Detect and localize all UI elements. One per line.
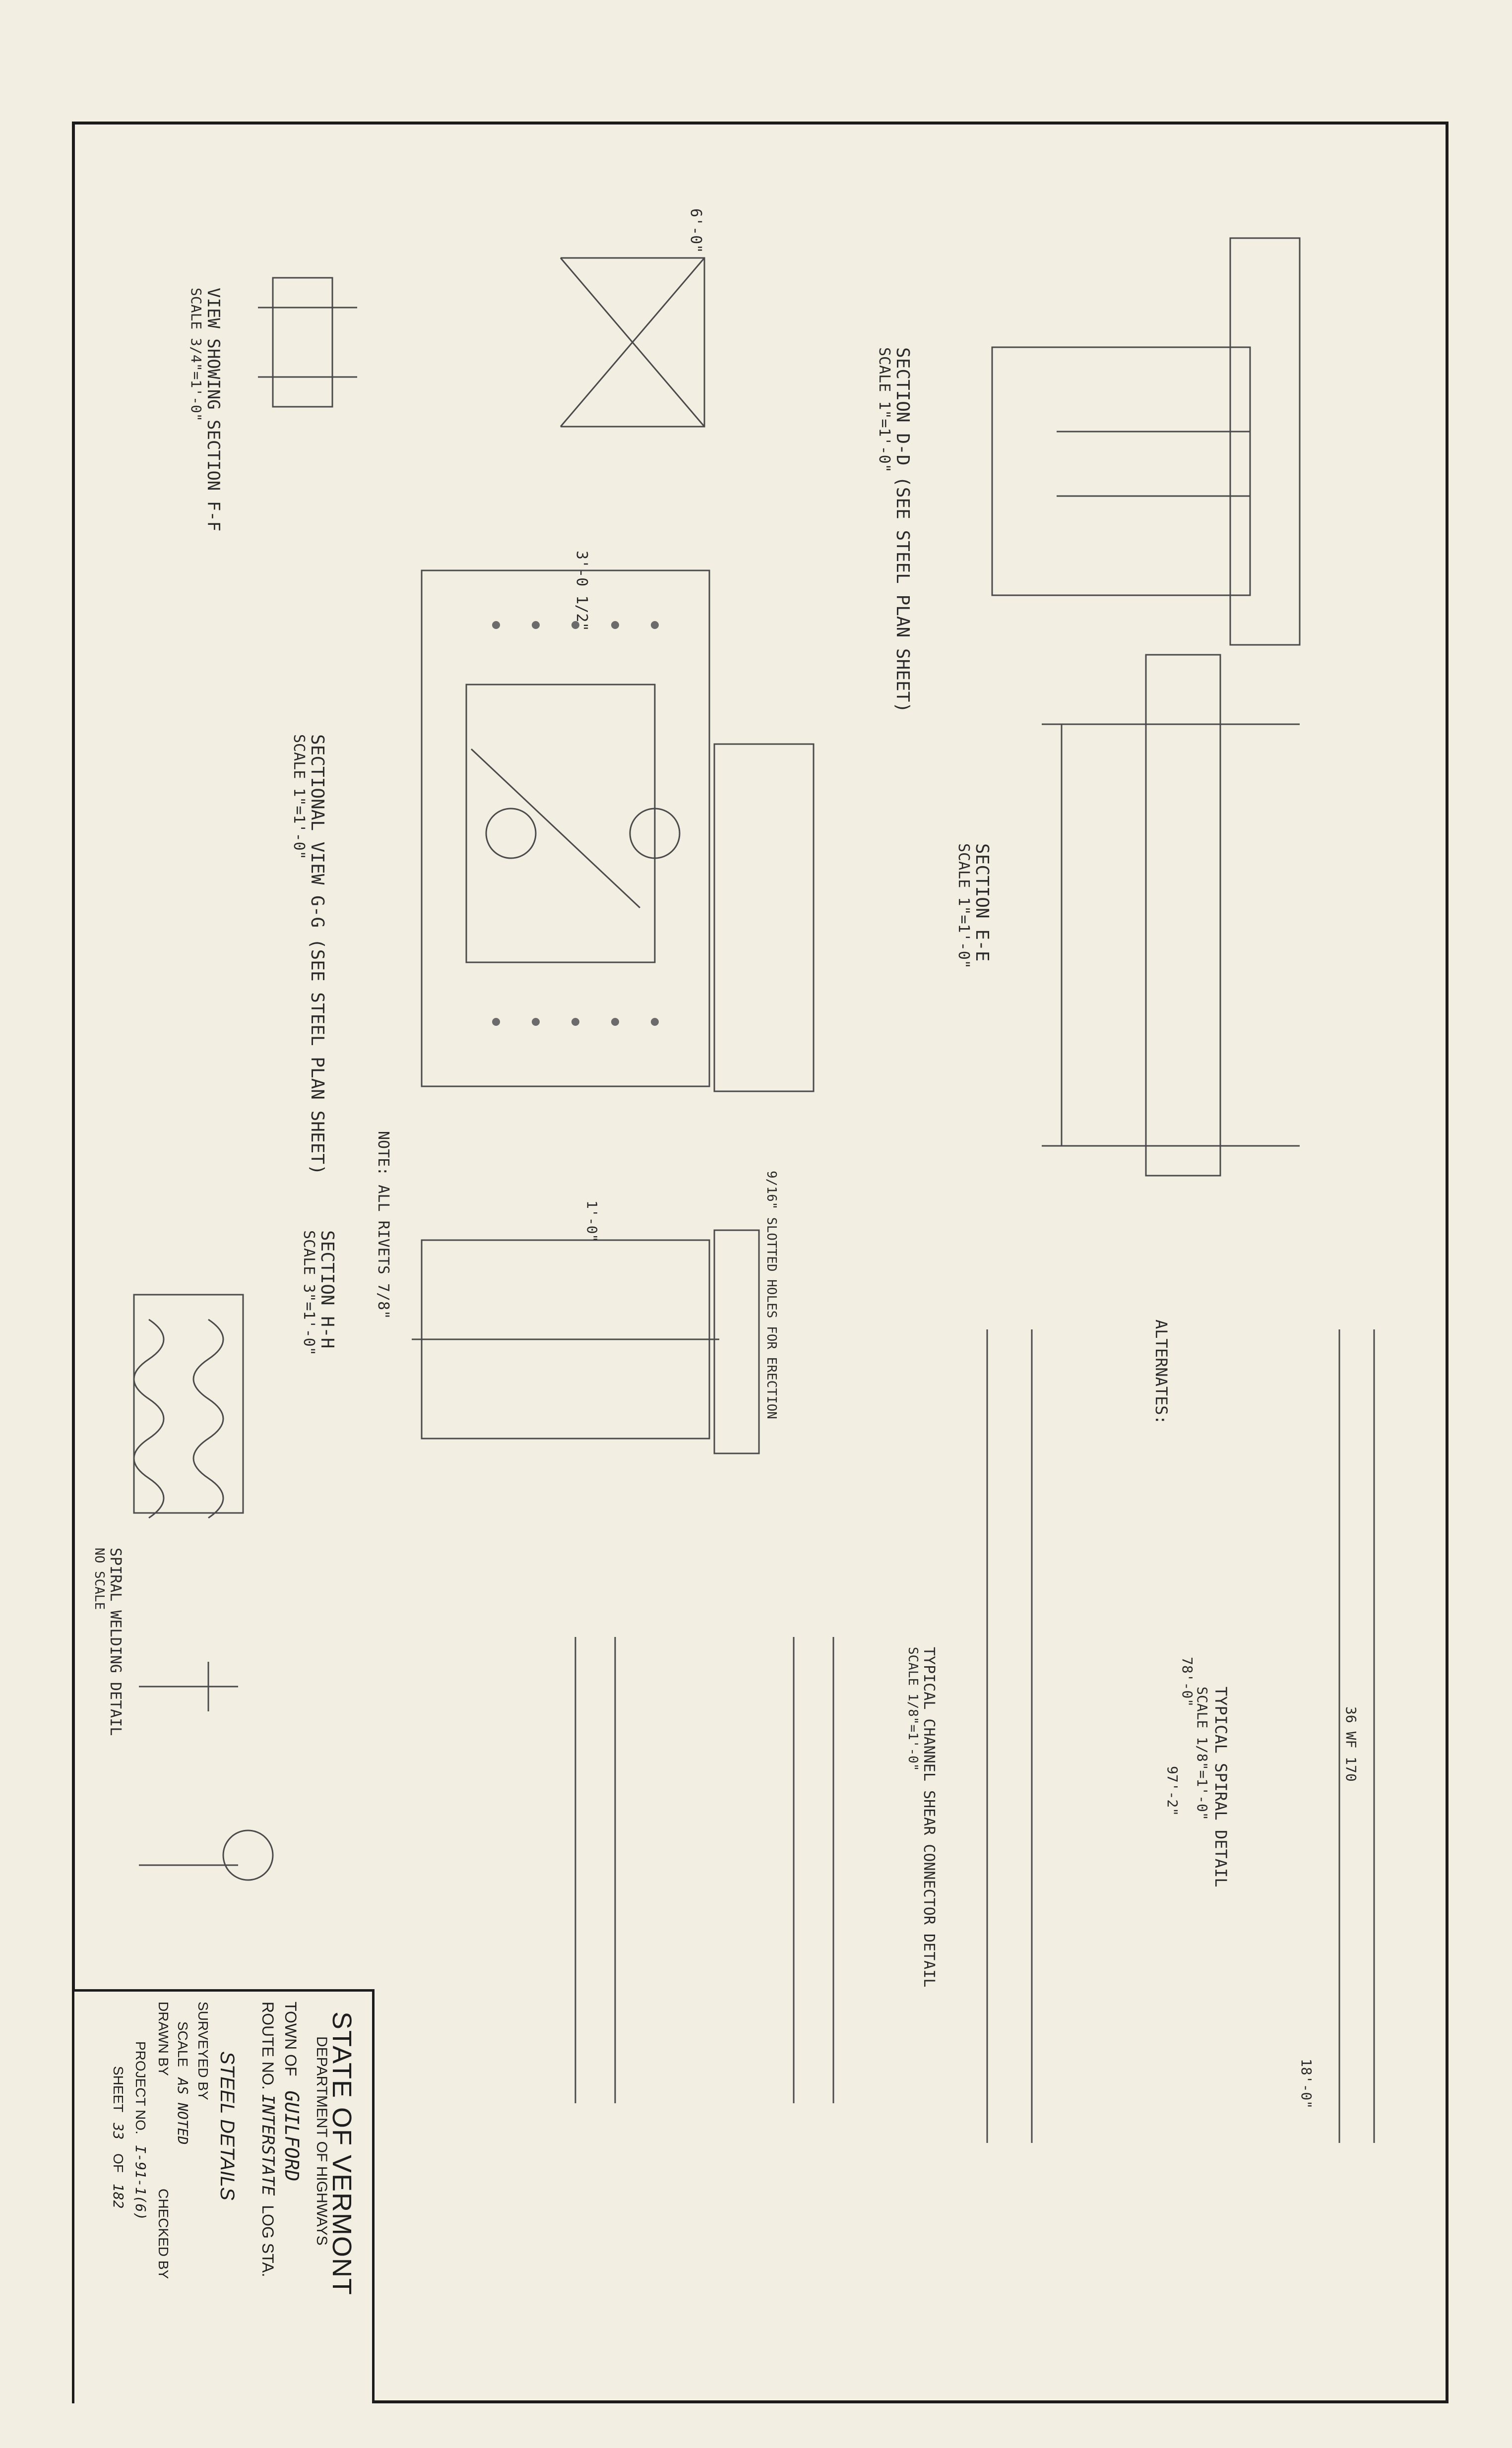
plan-gg-plate	[421, 569, 710, 1087]
spiral-detail-scale: NO SCALE	[92, 1548, 107, 1610]
beam-label: 36 WF 170	[1343, 1706, 1359, 1782]
sheet-value: 33	[110, 2123, 126, 2140]
rivet-note: NOTE: ALL RIVETS 7/8"	[375, 1131, 392, 1319]
section-ff-scale: SCALE 3/4"=1'-0"	[188, 288, 204, 422]
section-ff-outline	[272, 277, 333, 408]
spiral-detail-label: SPIRAL WELDING DETAIL	[107, 1548, 124, 1736]
of-label: OF	[111, 2153, 126, 2173]
section-hh-scale: SCALE 3"=1'-0"	[300, 1230, 317, 1356]
project-label: PROJECT NO.	[133, 2041, 148, 2134]
typical-spiral-scale: SCALE 1/8"=1'-0"	[1194, 1687, 1210, 1820]
project-value: I-91-1(6)	[132, 2145, 149, 2221]
agency-name: STATE OF VERMONT	[327, 2011, 357, 2296]
log-sta-label: LOG STA.	[259, 2205, 277, 2277]
section-ee-label: SECTION E-E	[972, 843, 992, 962]
typical-spiral-label: TYPICAL SPIRAL DETAIL	[1211, 1687, 1230, 1887]
alternates-label: ALTERNATES:	[1152, 1319, 1171, 1425]
checked-label: CHECKED BY	[156, 2189, 171, 2279]
dim-78: 78'-0"	[1179, 1657, 1196, 1707]
scale-row: SCALE AS NOTED	[175, 2021, 191, 2144]
section-gg-label: SECTIONAL VIEW G-G (SEE STEEL PLAN SHEET…	[307, 734, 327, 1175]
project-row: PROJECT NO. I-91-1(6)	[132, 2041, 149, 2220]
scale-label: SCALE	[175, 2021, 190, 2067]
section-dd-wall	[1229, 237, 1301, 646]
section-dd-scale: SCALE 1"=1'-0"	[876, 347, 893, 473]
town-label: TOWN OF	[282, 2002, 300, 2076]
drawn-label: DRAWN BY	[156, 2002, 171, 2076]
section-hh-label: SECTION H-H	[317, 1230, 337, 1349]
sheet-row: SHEET 33 OF 182	[110, 2066, 126, 2208]
town-row: TOWN OF GUILFORD	[281, 2002, 303, 2181]
dim-gg: 6'-0"	[687, 208, 704, 253]
sheet-total: 182	[110, 2183, 126, 2209]
sheet-label: SHEET	[111, 2066, 126, 2112]
drawing-border	[72, 122, 1449, 2403]
route-row: ROUTE NO. INTERSTATE LOG STA.	[258, 2002, 278, 2277]
route-label: ROUTE NO.	[259, 2002, 277, 2090]
section-ee-outline	[1145, 654, 1221, 1177]
dim-11: 1'-0"	[584, 1200, 600, 1243]
spiral-box	[133, 1294, 244, 1514]
department-name: DEPARTMENT OF HIGHWAYS	[314, 2036, 330, 2246]
dim-18: 18'-0"	[1298, 2059, 1315, 2109]
typical-channel-scale: SCALE 1/8"=1'-0"	[905, 1647, 920, 1771]
title-block: STATE OF VERMONT DEPARTMENT OF HIGHWAYS …	[74, 1989, 375, 2403]
section-gg-scale: SCALE 1"=1'-0"	[290, 734, 308, 860]
section-dd-label: SECTION D-D (SEE STEEL PLAN SHEET)	[892, 347, 913, 713]
typical-channel-label: TYPICAL CHANNEL SHEAR CONNECTOR DETAIL	[920, 1647, 938, 1988]
town-value: GUILFORD	[281, 2090, 303, 2182]
section-ee-scale: SCALE 1"=1'-0"	[955, 843, 972, 969]
dim-top: 3'-0 1/2"	[573, 551, 590, 631]
slotted-holes-note: 9/16" SLOTTED HOLES FOR ERECTION	[764, 1171, 779, 1419]
surveyed-label: SURVEYED BY	[195, 2002, 211, 2100]
section-ff-label: VIEW SHOWING SECTION F-F	[203, 288, 223, 532]
dim-97: 97'-2"	[1164, 1766, 1181, 1817]
subject-title: STEEL DETAILS	[216, 2051, 238, 2200]
route-value: INTERSTATE	[258, 2094, 278, 2196]
section-gg-truss	[561, 257, 705, 428]
scale-value: AS NOTED	[175, 2077, 191, 2145]
drawn-row: DRAWN BY CHECKED BY	[155, 2002, 171, 2279]
